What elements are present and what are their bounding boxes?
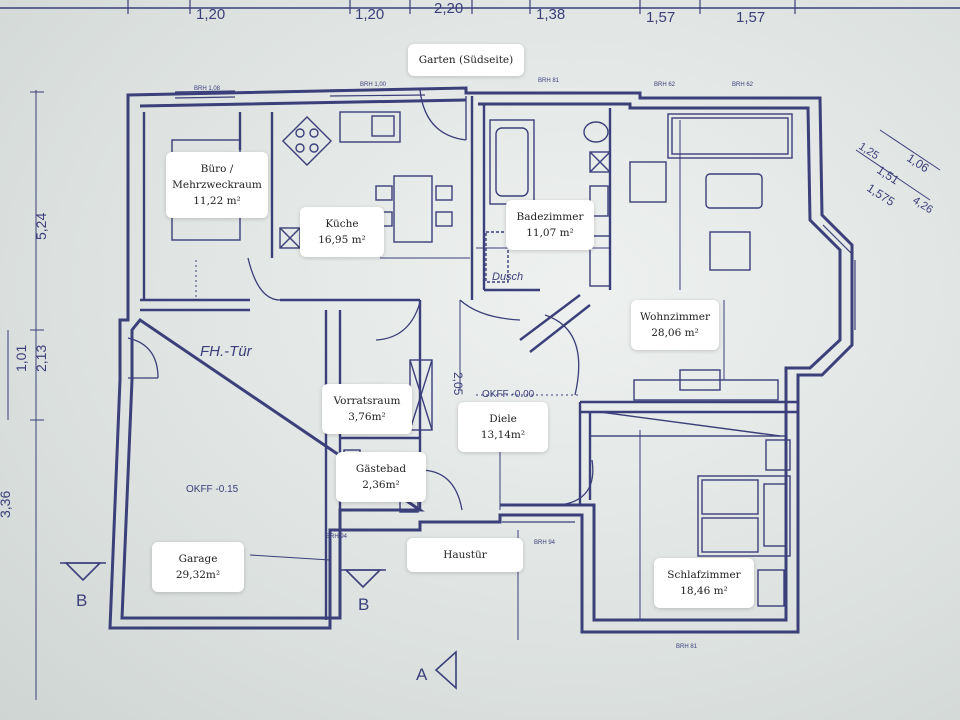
kueche-area: 16,95 m²: [318, 234, 366, 246]
label-diele: Diele 13,14m²: [458, 402, 548, 452]
garage-name: Garage: [178, 553, 218, 565]
label-garten: Garten (Südseite): [408, 44, 524, 76]
top-dim-6: 1,57: [736, 9, 765, 26]
top-dim-5: 1,57: [646, 9, 675, 26]
top-dim-2: 1,20: [355, 6, 384, 23]
label-schlafzimmer: Schlafzimmer 18,46 m²: [654, 558, 754, 608]
label-haustuer: Haustür: [407, 538, 523, 572]
left-dim-4: 3,36: [0, 491, 13, 518]
okff-garage-label: OKFF -0.15: [186, 484, 239, 495]
label-vorratsraum: Vorratsraum 3,76m²: [322, 384, 412, 434]
section-b-right: B: [358, 595, 369, 614]
label-kueche: Küche 16,95 m²: [300, 207, 384, 257]
right-dim-2: 1,51: [874, 163, 901, 188]
label-garage: Garage 29,32m²: [152, 542, 244, 592]
diele-name: Diele: [489, 413, 517, 425]
left-dim-1: 5,24: [33, 213, 49, 240]
badezimmer-name: Badezimmer: [516, 211, 584, 223]
left-dim-2: 1,01: [13, 345, 29, 372]
brh-7: BRH 94: [534, 540, 556, 546]
gaestebad-name: Gästebad: [355, 463, 407, 475]
brh-5: BRH 62: [732, 82, 754, 88]
diele-dim: 2,05: [451, 372, 465, 396]
badezimmer-area: 11,07 m²: [526, 227, 574, 239]
kueche-name: Küche: [325, 218, 359, 230]
label-buero: Büro / Mehrzweckraum 11,22 m²: [166, 152, 268, 218]
wohnzimmer-area: 28,06 m²: [651, 327, 699, 339]
right-dim-4: 4,26: [910, 194, 935, 216]
section-b-left: B: [76, 591, 87, 610]
buero-name-2: Mehrzweckraum: [172, 179, 262, 191]
brh-2: BRH 1,00: [360, 82, 387, 88]
right-dim-1: 1,06: [904, 151, 931, 176]
left-dim-3: 2,13: [33, 345, 49, 372]
vorratsraum-area: 3,76m²: [348, 411, 386, 423]
brh-8: BRH 81: [676, 644, 698, 650]
haustuer-name: Haustür: [443, 549, 487, 561]
diele-area: 13,14m²: [480, 429, 526, 441]
gaestebad-area: 2,36m²: [362, 479, 400, 491]
brh-4: BRH 62: [654, 82, 676, 88]
label-gaestebad: Gästebad 2,36m²: [336, 452, 426, 502]
label-wohnzimmer: Wohnzimmer 28,06 m²: [631, 300, 719, 350]
brh-3: BRH 81: [538, 78, 560, 84]
garage-area: 29,32m²: [175, 569, 221, 581]
fh-tuer-label: FH.-Tür: [200, 343, 253, 360]
brh-1: BRH 1,08: [194, 86, 221, 92]
vorratsraum-name: Vorratsraum: [333, 395, 401, 407]
top-dim-4: 1,38: [536, 6, 565, 23]
top-dim-1: 1,20: [196, 6, 225, 23]
section-a: A: [416, 665, 428, 684]
buero-name: Büro /: [200, 163, 234, 175]
wohnzimmer-name: Wohnzimmer: [640, 311, 710, 323]
garten-name: Garten (Südseite): [418, 54, 514, 66]
schlafzimmer-area: 18,46 m²: [680, 585, 728, 597]
label-badezimmer: Badezimmer 11,07 m²: [506, 200, 594, 250]
top-dim-3: 2,20: [434, 0, 463, 17]
okff-diele-label: OKFF -0.00: [482, 389, 535, 400]
bad-note: Dusch: [492, 271, 523, 283]
schlafzimmer-name: Schlafzimmer: [667, 569, 741, 581]
buero-area: 11,22 m²: [193, 195, 241, 207]
brh-6: BRH 94: [326, 534, 348, 540]
